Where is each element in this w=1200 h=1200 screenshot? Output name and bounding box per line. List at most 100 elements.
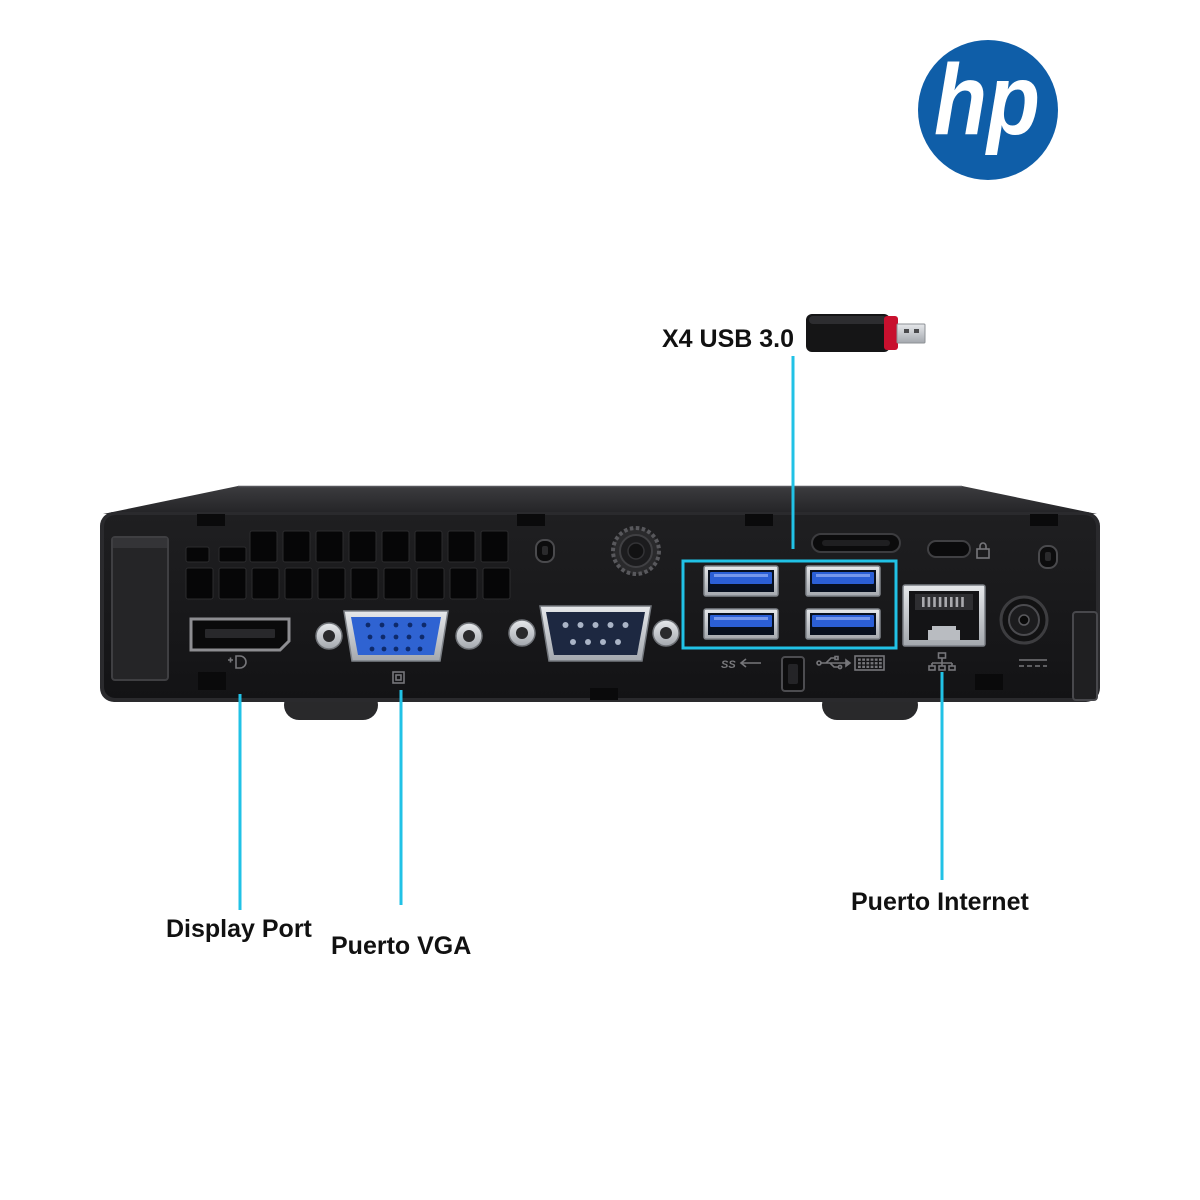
- flash-drive-highlight: [809, 316, 887, 324]
- serial-pin: [600, 639, 606, 645]
- dc-power-jack: [999, 595, 1049, 645]
- vga-pin-hole: [421, 622, 427, 628]
- screw-hole-center: [1045, 552, 1051, 561]
- keyboard-key: [870, 662, 874, 665]
- network-icon: [928, 652, 956, 671]
- callout-internet: Puerto Internet: [851, 672, 1029, 916]
- network-icon-node: [938, 665, 946, 671]
- panel-clip: [975, 674, 1003, 690]
- vga-icon-outer: [392, 671, 405, 684]
- screw-post-hole: [323, 630, 335, 642]
- keyboard-key: [874, 658, 878, 661]
- top-slot: [811, 533, 901, 553]
- keyboard-key: [858, 662, 861, 665]
- vent-slot: [348, 530, 377, 563]
- usb-port-contacts: [714, 617, 768, 620]
- keyboard-key: [879, 658, 882, 661]
- rj45-contact: [922, 597, 925, 607]
- rj45-port: [902, 584, 986, 647]
- keyboard-key: [858, 665, 861, 668]
- rj45-contact: [955, 597, 959, 607]
- serial-pin: [615, 639, 621, 645]
- hp-logo-circle: [918, 40, 1058, 180]
- usb-3-ports: [703, 565, 881, 640]
- vent-slot: [449, 567, 478, 600]
- screw-post-hole: [463, 630, 475, 642]
- vent-slot: [249, 530, 278, 563]
- callout-display-port-label: Display Port: [166, 915, 313, 943]
- serial-pin: [607, 622, 614, 628]
- dc-power-icon: [1019, 659, 1047, 667]
- slot-inner: [822, 540, 890, 546]
- vent-slot: [383, 567, 412, 600]
- usb-icon-base: [816, 660, 822, 666]
- vga-pin-hole: [367, 634, 373, 640]
- vent-slot: [350, 567, 379, 600]
- keyboard-key: [862, 662, 865, 665]
- keyboard-key: [874, 662, 878, 665]
- callout-usb-label: X4 USB 3.0: [662, 325, 794, 353]
- vent-grid: [185, 530, 511, 600]
- vent-slot: [218, 567, 247, 600]
- vga-pin-hole: [405, 646, 411, 652]
- vga-pin-hole: [365, 622, 371, 628]
- usb-port: [703, 608, 779, 640]
- vent-slot: [317, 567, 346, 600]
- callout-usb-highlight-box: [681, 559, 898, 650]
- vent-slot: [284, 567, 313, 600]
- callout-internet-label: Puerto Internet: [851, 888, 1029, 916]
- vent-slot: [416, 567, 445, 600]
- serial-pins: [562, 622, 629, 645]
- network-icon-node: [948, 665, 956, 671]
- usb-icon-square: [834, 655, 839, 661]
- keyboard-key: [870, 665, 874, 668]
- panel-clip: [1030, 514, 1058, 526]
- usb-port-contacts: [816, 574, 870, 577]
- usb-icon: [816, 655, 852, 670]
- vga-icon: [392, 671, 405, 684]
- keyboard-icon: [854, 655, 885, 671]
- vga-screw-post-left: [315, 622, 343, 650]
- keyboard-key: [866, 665, 870, 668]
- hp-logo: hp: [918, 40, 1058, 180]
- keyboard-key: [879, 665, 882, 668]
- serial-port: [508, 605, 680, 662]
- panel-clip: [745, 514, 773, 526]
- chassis-top-face: [103, 486, 1097, 514]
- usb-port-tongue: [710, 615, 772, 627]
- lock-slot-outer: [927, 540, 971, 558]
- padlock-shackle: [979, 542, 987, 549]
- panel-clip: [198, 672, 226, 690]
- thumb-screw: [611, 526, 661, 576]
- serial-insert: [546, 612, 645, 655]
- center-latch-grip: [788, 664, 798, 684]
- panel-clip: [590, 688, 618, 700]
- vent-slot: [185, 546, 210, 563]
- thumb-screw-center: [627, 542, 645, 560]
- keyboard-key: [858, 658, 861, 661]
- usb-port-tongue: [710, 572, 772, 584]
- usb-icon-branches: [825, 657, 838, 668]
- serial-pin: [592, 622, 599, 628]
- vent-slot: [381, 530, 410, 563]
- vent-slot: [185, 567, 214, 600]
- vga-pin-hole: [393, 646, 399, 652]
- serial-screw-post-left: [508, 619, 536, 647]
- panel-clip: [197, 514, 225, 526]
- right-side-latch: [1072, 611, 1098, 701]
- usb-superspeed-icon: SS: [721, 658, 761, 671]
- vga-pin-holes: [365, 622, 427, 652]
- network-icon-node: [928, 665, 936, 671]
- usb-flash-drive-icon: [806, 314, 926, 352]
- keyboard-key: [862, 665, 865, 668]
- screw-hole: [535, 539, 555, 563]
- latch-body: [111, 536, 169, 681]
- usb-port-tongue: [812, 572, 874, 584]
- vga-icon-inner: [395, 674, 402, 681]
- screw-post-hole: [660, 627, 672, 639]
- security-lock-slot: [927, 540, 990, 559]
- serial-pin: [562, 622, 569, 628]
- displayport-icon-plus: [228, 657, 233, 663]
